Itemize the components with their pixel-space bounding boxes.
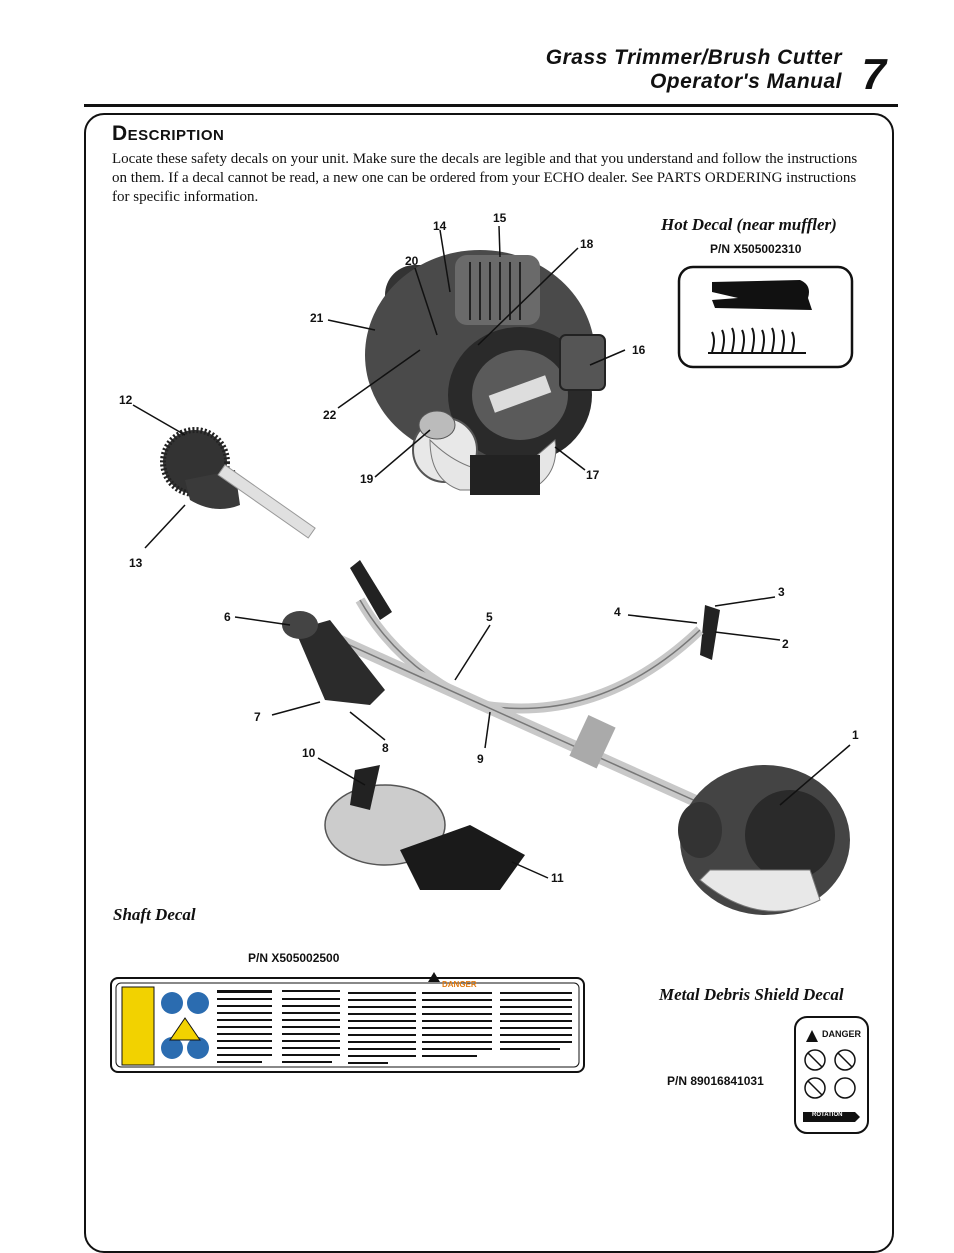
- page-number: 7: [861, 50, 886, 99]
- metal-debris-decal-caption: Metal Debris Shield Decal: [659, 985, 844, 1004]
- intro-paragraph: Locate these safety decals on your unit.…: [112, 151, 858, 205]
- callout-9: 9: [477, 752, 484, 766]
- harness-illustration: [324, 765, 525, 890]
- callout-22: 22: [323, 408, 337, 422]
- callout-7: 7: [254, 710, 261, 724]
- engine-illustration: [365, 250, 606, 495]
- metal-debris-decal-part-number: P/N 89016841031: [667, 1074, 764, 1088]
- metal-debris-danger-label: DANGER: [822, 1029, 862, 1039]
- callout-2: 2: [782, 637, 789, 651]
- callout-15: 15: [493, 211, 507, 225]
- callout-21: 21: [310, 311, 324, 325]
- callout-4: 4: [614, 605, 621, 619]
- metal-debris-rotation-label: ROTATION: [812, 1112, 843, 1118]
- callout-3: 3: [778, 585, 785, 599]
- callout-6: 6: [224, 610, 231, 624]
- callout-20: 20: [405, 254, 419, 268]
- shaft-decal-caption: Shaft Decal: [113, 905, 196, 924]
- hot-decal-part-number: P/N X505002310: [710, 242, 802, 256]
- shaft-decal-danger-label: DANGER: [442, 980, 477, 989]
- hot-decal-caption: Hot Decal (near muffler): [661, 215, 837, 234]
- callout-10: 10: [302, 746, 316, 760]
- blade-illustration: [160, 427, 316, 539]
- callout-leaders: [132, 225, 851, 879]
- manual-title-line1: Grass Trimmer/Brush Cutter: [545, 46, 842, 69]
- trimmer-unit-illustration: [282, 560, 850, 915]
- callout-11: 11: [551, 871, 564, 885]
- illustration-layer: [132, 225, 851, 915]
- callout-16: 16: [632, 343, 646, 357]
- callout-5: 5: [486, 610, 493, 624]
- callout-1: 1: [852, 728, 859, 742]
- shaft-decal-part-number: P/N X505002500: [248, 951, 340, 965]
- callout-12: 12: [119, 393, 133, 407]
- callout-13: 13: [129, 556, 143, 570]
- header-rule: [84, 104, 898, 107]
- callout-14: 14: [433, 219, 447, 233]
- callout-19: 19: [360, 472, 374, 486]
- callout-18: 18: [580, 237, 594, 251]
- section-title: Description: [112, 122, 225, 145]
- callout-8: 8: [382, 741, 389, 755]
- manual-title-line2: Operator's Manual: [649, 70, 842, 93]
- callout-17: 17: [586, 468, 600, 482]
